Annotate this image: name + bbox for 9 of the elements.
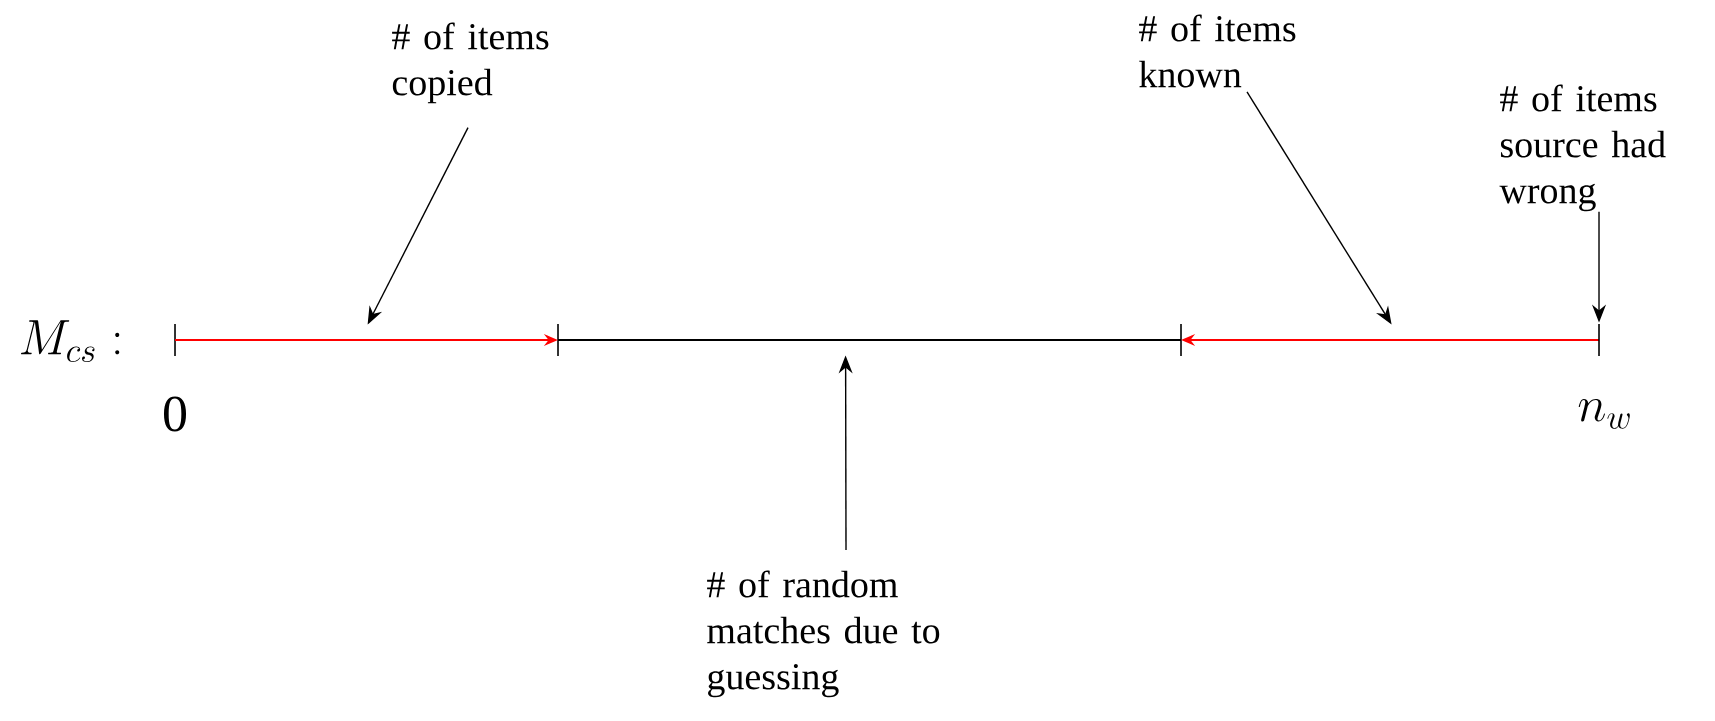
note-text: # of items copied: [392, 22, 549, 104]
note-text: # of items known: [1139, 14, 1296, 88]
axis-label: $M_{cs}:$: [21, 320, 120, 363]
note-text: # of items source had wrong: [1499, 84, 1666, 212]
note-text: # of random matches due to guessing: [707, 570, 940, 698]
tick-mark: [1598, 323, 1600, 357]
axis-label: 0: [164, 396, 187, 432]
segment-line: [557, 339, 1182, 341]
axis-label: $n_w$: [1578, 399, 1630, 429]
